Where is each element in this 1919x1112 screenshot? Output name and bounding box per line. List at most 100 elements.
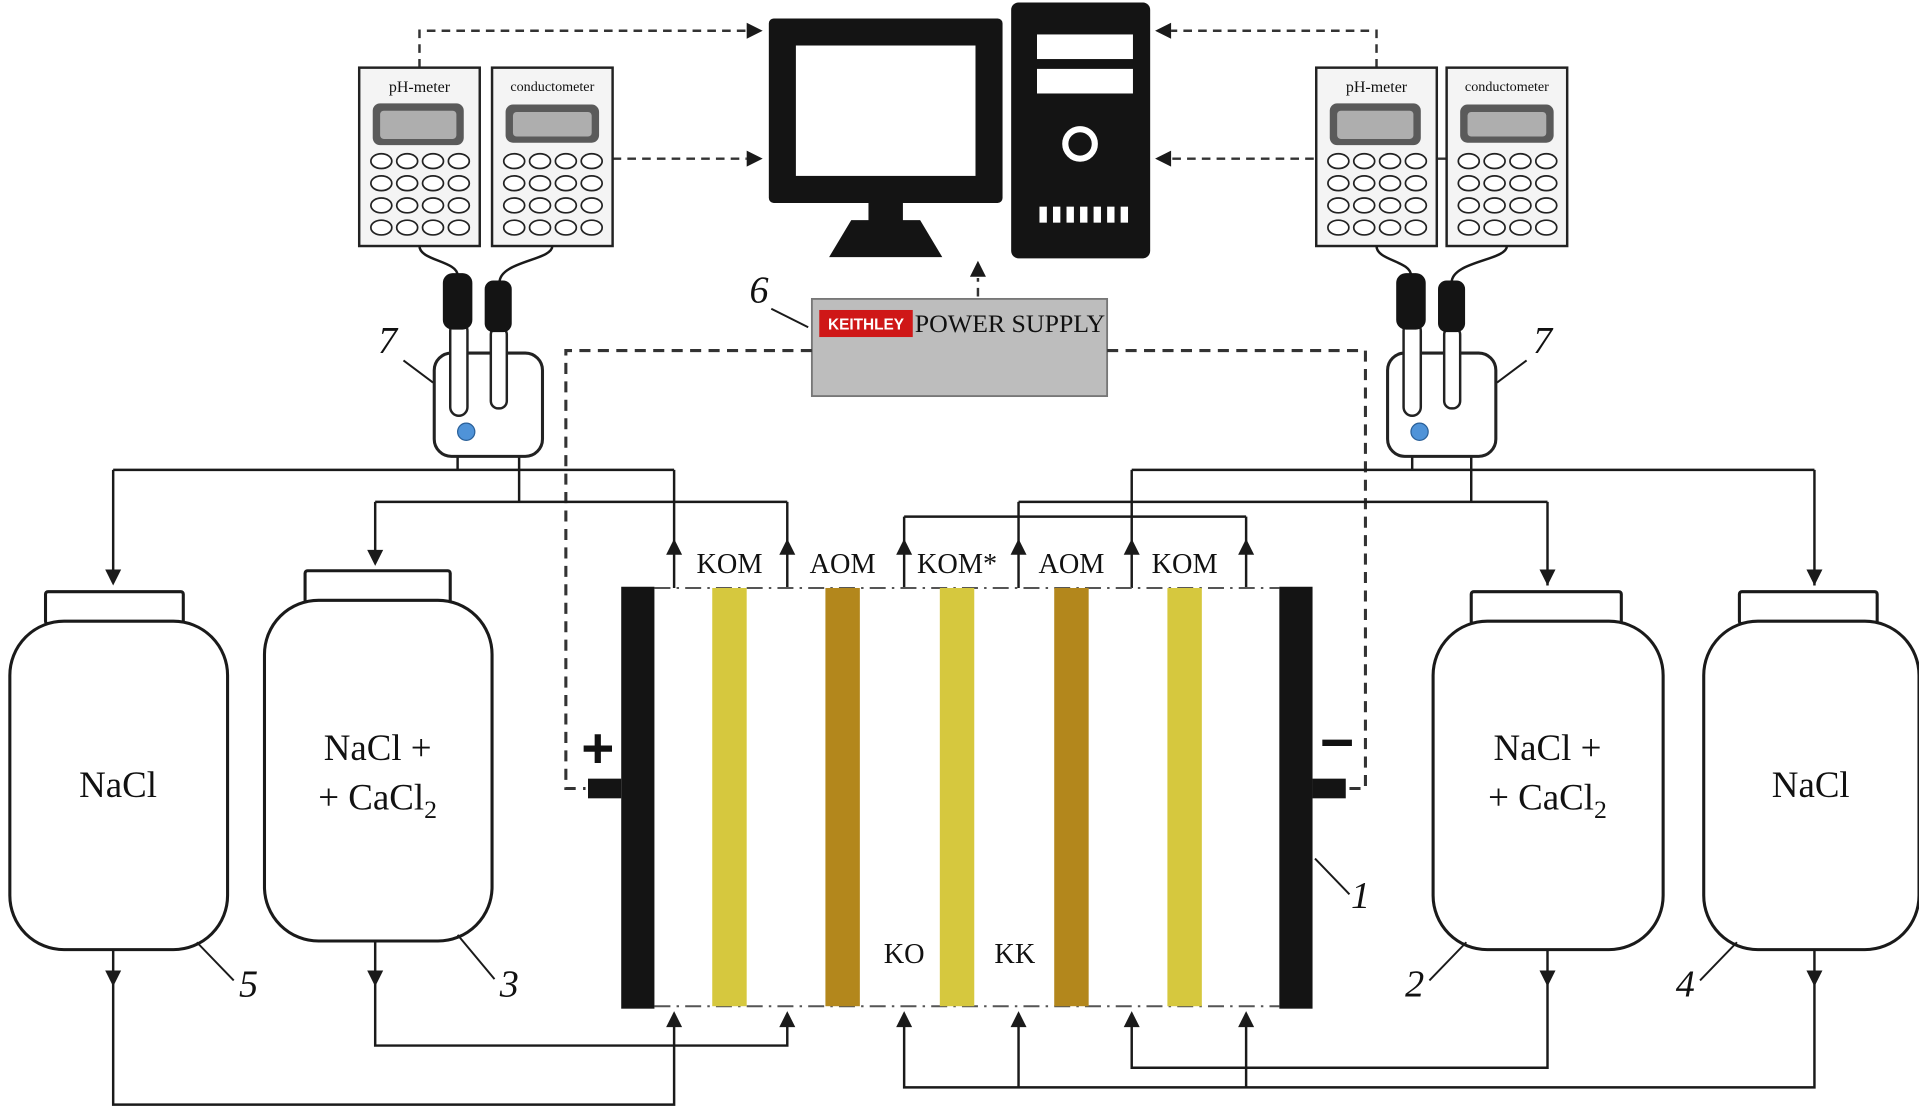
keypad-key bbox=[1378, 197, 1402, 214]
cation-membrane-1 bbox=[712, 587, 747, 1007]
flow-arrow-down-icon bbox=[1806, 569, 1823, 586]
flow-arrow-up-icon bbox=[1238, 1011, 1255, 1028]
cathode-terminal bbox=[1312, 778, 1346, 799]
keypad-key bbox=[502, 152, 526, 170]
flow-arrow-up-icon bbox=[1123, 1011, 1140, 1028]
probe-cable bbox=[418, 245, 459, 276]
keypad-key bbox=[1327, 219, 1350, 236]
keypad-key bbox=[395, 197, 419, 214]
keypad-key bbox=[395, 175, 419, 192]
keypad-key bbox=[528, 152, 552, 170]
arrow-right-icon bbox=[746, 22, 763, 39]
keypad-key bbox=[554, 152, 578, 170]
keypad-key bbox=[1404, 175, 1428, 192]
tube bbox=[373, 941, 789, 1047]
bottle-nacl-cacl2-right: NaCl + + CaCl2 bbox=[1431, 590, 1665, 952]
data-line-ph-right bbox=[1171, 29, 1378, 68]
tower-vent bbox=[1080, 206, 1088, 223]
flow-arrow-up-icon bbox=[1123, 538, 1140, 555]
probe-cable bbox=[498, 245, 554, 284]
keypad-key bbox=[1457, 175, 1481, 192]
callout-5: 5 bbox=[239, 963, 258, 1005]
keypad-key bbox=[1509, 219, 1532, 236]
bottle-nacl-right: NaCl bbox=[1702, 590, 1919, 952]
meter-keypad bbox=[502, 152, 604, 236]
keypad-key bbox=[395, 219, 419, 236]
power-supply-label: POWER SUPPLY bbox=[915, 309, 1105, 338]
bottle-label-line1: NaCl + bbox=[1494, 727, 1602, 768]
ph-probe-icon bbox=[448, 321, 469, 417]
keypad-key bbox=[1352, 152, 1376, 170]
flow-arrow-up-icon bbox=[666, 538, 683, 555]
tube bbox=[111, 949, 676, 1106]
keypad-key bbox=[421, 175, 445, 192]
sensor-dot-icon bbox=[1410, 422, 1429, 441]
compartment-label-ko: KO bbox=[884, 939, 925, 970]
keypad-key bbox=[1483, 175, 1506, 192]
tube bbox=[1130, 949, 1549, 1069]
arrow-up-icon bbox=[969, 260, 986, 277]
electrodialysis-cell: KOM AOM KOM* AOM KOM KO KK + − bbox=[581, 549, 1354, 1009]
keithley-brand: KEITHLEY bbox=[828, 317, 904, 334]
keypad-key bbox=[1404, 219, 1428, 236]
ph-meter-title: pH-meter bbox=[389, 79, 451, 96]
monitor-stand bbox=[829, 220, 943, 258]
keypad-key bbox=[370, 219, 393, 236]
bottle-label-line2: + CaCl2 bbox=[1488, 776, 1607, 824]
meter-display-screen bbox=[512, 111, 592, 137]
power-supply-box bbox=[810, 297, 1109, 398]
callout-7-left: 7 bbox=[378, 320, 399, 362]
callout-1: 1 bbox=[1351, 875, 1370, 917]
flow-arrow-up-icon bbox=[666, 1011, 683, 1028]
keypad-key bbox=[447, 219, 471, 236]
tower-vent bbox=[1039, 206, 1047, 223]
arrow-right-icon bbox=[746, 150, 763, 167]
conductometer-left: conductometer bbox=[490, 66, 614, 248]
bottle-nacl-left: NaCl bbox=[8, 590, 230, 952]
meter-display-screen bbox=[380, 110, 457, 139]
tower-vent bbox=[1052, 206, 1061, 223]
meter-keypad bbox=[1457, 152, 1558, 236]
flow-arrow-up-icon bbox=[896, 538, 913, 555]
power-button-icon bbox=[1062, 126, 1098, 162]
tower-vent bbox=[1093, 206, 1101, 223]
bottle-label: NaCl bbox=[1772, 764, 1850, 805]
modified-cation-membrane bbox=[939, 587, 975, 1007]
ph-meter-title: pH-meter bbox=[1346, 79, 1408, 96]
keypad-key bbox=[554, 219, 578, 236]
anode-electrode bbox=[621, 586, 655, 1009]
flow-arrow-up-icon bbox=[896, 1011, 913, 1028]
keypad-key bbox=[370, 197, 393, 214]
bottle-label-formula: + CaCl bbox=[1488, 776, 1594, 817]
arrow-left-icon bbox=[1155, 150, 1172, 167]
keypad-key bbox=[1457, 219, 1481, 236]
callout-2-line bbox=[1428, 941, 1468, 982]
keypad-key bbox=[502, 197, 526, 214]
keypad-key bbox=[1483, 152, 1506, 170]
callout-3: 3 bbox=[499, 963, 519, 1005]
keypad-key bbox=[1378, 219, 1402, 236]
computer-tower bbox=[1011, 2, 1151, 259]
keypad-key bbox=[1457, 197, 1481, 214]
keypad-key bbox=[1404, 152, 1428, 170]
keypad-key bbox=[1404, 197, 1428, 214]
keypad-key bbox=[1327, 152, 1350, 170]
cathode-minus-sign: − bbox=[1320, 710, 1354, 776]
anode-terminal bbox=[588, 778, 622, 799]
callout-7-right-line bbox=[1496, 359, 1528, 384]
anode-plus-sign: + bbox=[581, 717, 614, 780]
keypad-key bbox=[370, 152, 393, 170]
membrane-label: AOM bbox=[810, 549, 876, 580]
cation-membrane-2 bbox=[1167, 587, 1202, 1007]
bottle-label-subscript: 2 bbox=[424, 795, 437, 824]
keypad-key bbox=[1378, 152, 1402, 170]
probe-connector bbox=[1396, 273, 1426, 330]
flow-arrow-down-icon bbox=[1539, 569, 1556, 586]
keypad-key bbox=[554, 197, 578, 214]
flow-arrow-down-icon bbox=[367, 549, 384, 566]
keypad-key bbox=[1327, 197, 1350, 214]
conductivity-probe-icon bbox=[489, 325, 509, 410]
callout-2: 2 bbox=[1405, 963, 1424, 1005]
